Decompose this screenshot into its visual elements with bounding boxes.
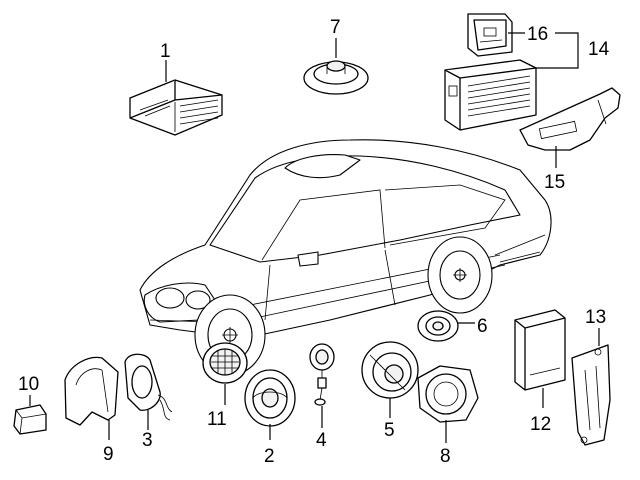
callout-8: 8 xyxy=(440,446,451,467)
callout-14: 14 xyxy=(588,39,610,60)
callout-16: 16 xyxy=(527,24,548,45)
part-7-speaker[interactable] xyxy=(303,60,369,95)
callout-9: 9 xyxy=(103,444,114,465)
part-4-tweeter[interactable] xyxy=(309,343,335,406)
callout-6: 6 xyxy=(477,316,488,337)
part-14-amplifier[interactable] xyxy=(444,59,537,131)
part-12-control-unit[interactable] xyxy=(514,309,566,391)
callout-12: 12 xyxy=(530,414,551,435)
callout-3: 3 xyxy=(142,430,153,451)
part-15-bracket[interactable] xyxy=(519,87,621,151)
part-5-speaker[interactable] xyxy=(361,341,419,399)
part-8-speaker-cover[interactable] xyxy=(417,365,479,423)
callout-labels: 1 2 3 4 5 6 7 8 9 10 11 12 13 14 15 16 xyxy=(18,17,610,467)
part-6-tweeter[interactable] xyxy=(417,310,459,342)
callout-11: 11 xyxy=(207,409,227,430)
part-3-speaker[interactable] xyxy=(124,353,173,421)
part-13-bracket[interactable] xyxy=(571,344,611,446)
callout-10: 10 xyxy=(18,374,39,395)
callout-7: 7 xyxy=(330,17,341,38)
callout-13: 13 xyxy=(585,307,606,328)
callout-2: 2 xyxy=(264,446,275,467)
part-16-module[interactable] xyxy=(467,13,513,57)
part-9-speaker-housing[interactable] xyxy=(64,356,119,426)
car-body xyxy=(139,139,552,376)
part-1-module[interactable] xyxy=(129,79,223,136)
leader-lines xyxy=(29,32,600,443)
part-11-grille[interactable] xyxy=(202,342,248,384)
callout-4: 4 xyxy=(316,430,327,451)
callout-15: 15 xyxy=(544,172,565,193)
part-10-connector[interactable] xyxy=(13,404,47,435)
callout-1: 1 xyxy=(160,41,171,62)
callout-5: 5 xyxy=(384,420,395,441)
part-2-speaker[interactable] xyxy=(244,369,296,427)
